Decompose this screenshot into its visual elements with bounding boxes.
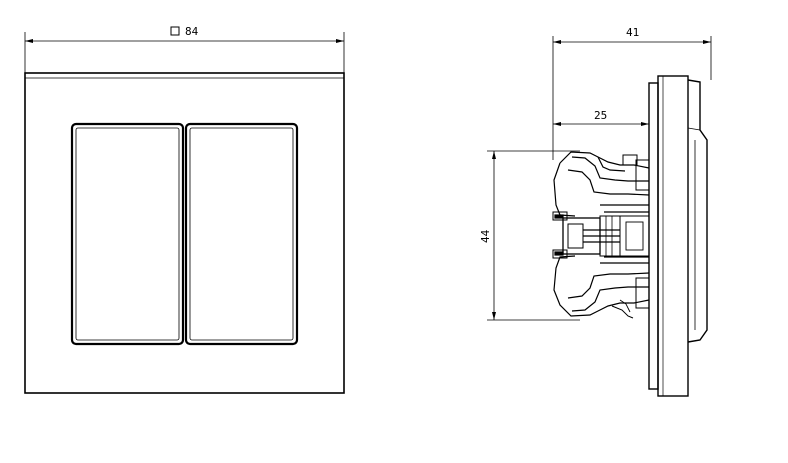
square-symbol-icon	[170, 26, 180, 36]
switch-mechanism	[552, 151, 650, 319]
left-rocker-inner	[75, 127, 180, 341]
width-dimension: 84	[24, 25, 345, 73]
front-view: 84	[24, 25, 345, 394]
arrow-left-icon	[553, 122, 561, 126]
arrow-down-icon	[492, 312, 496, 320]
arrow-right-icon	[703, 40, 711, 44]
left-rocker-button	[70, 122, 185, 346]
cover-frame-profile	[648, 75, 689, 397]
right-rocker-inner	[189, 127, 294, 341]
depth-dimension: 41	[552, 26, 712, 160]
arrow-up-icon	[492, 151, 496, 159]
outer-frame	[24, 72, 345, 394]
height-dimension-label: 44	[479, 229, 492, 243]
width-dimension-label: 84	[185, 25, 199, 38]
mount-depth-dimension-label: 25	[594, 109, 607, 122]
depth-dimension-label: 41	[626, 26, 639, 39]
arrow-left-icon	[553, 40, 561, 44]
arrow-right-icon	[336, 39, 344, 43]
right-rocker-button	[184, 122, 299, 346]
rocker-profile	[687, 79, 708, 343]
height-dimension: 44	[479, 150, 580, 321]
side-view: 41 25 44	[479, 26, 712, 397]
arrow-right-icon	[641, 122, 649, 126]
arrow-left-icon	[25, 39, 33, 43]
mount-depth-dimension: 25	[553, 109, 649, 126]
